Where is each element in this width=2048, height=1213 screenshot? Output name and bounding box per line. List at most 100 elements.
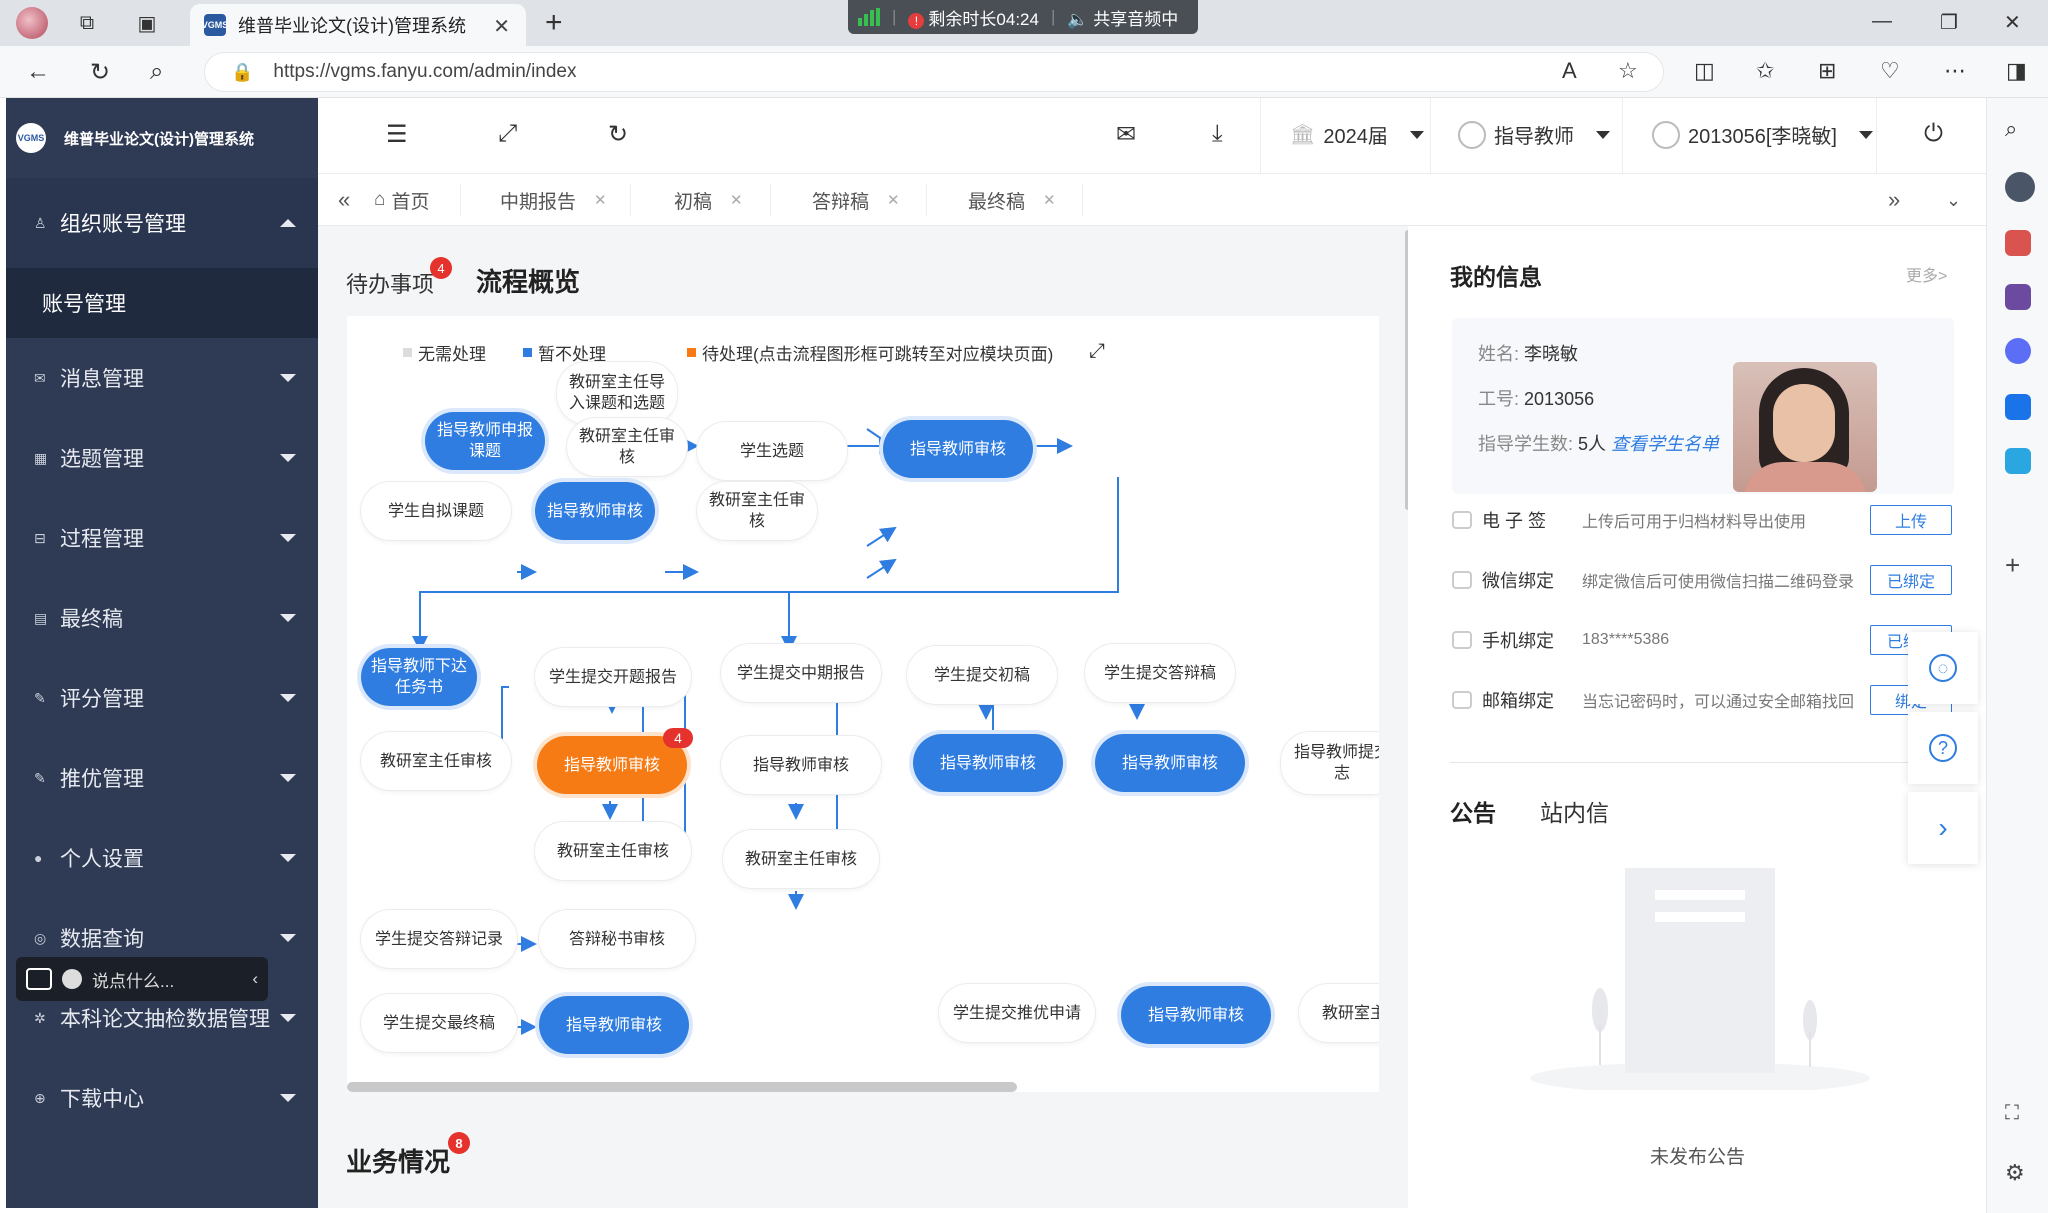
tab-actions-icon[interactable]: ▣	[137, 12, 157, 35]
wechat-bound-button[interactable]: 已绑定	[1870, 565, 1952, 595]
chat-placeholder[interactable]: 说点什么...	[92, 971, 175, 991]
help-float-button[interactable]: ?	[1908, 712, 1978, 784]
sidebar-item-download[interactable]: ⊕下载中心	[6, 1058, 318, 1138]
profile-avatar[interactable]	[16, 7, 48, 39]
more-options-icon[interactable]: ⋯	[1944, 58, 1966, 83]
sidebar-item-personal[interactable]: ●个人设置	[6, 818, 318, 898]
flow-node[interactable]: 学生提交答辩稿	[1085, 644, 1235, 702]
flow-node[interactable]: 指导教师审核	[883, 420, 1033, 478]
flow-node[interactable]: 指导教师提交志	[1281, 732, 1379, 794]
flow-node[interactable]: 学生提交初稿	[907, 646, 1057, 704]
search-icon[interactable]: ⌕	[150, 58, 164, 85]
flow-node[interactable]: 教研室主任审核	[535, 822, 691, 880]
flow-node[interactable]: 教研室主	[1299, 984, 1379, 1042]
browser-tab-active[interactable]: VGMS 维普毕业论文(设计)管理系统 ✕	[190, 4, 526, 46]
settings-gear-icon[interactable]: ⚙	[2005, 1160, 2025, 1185]
flow-node[interactable]: 教研室主任审核	[723, 830, 879, 888]
flow-node[interactable]: 指导教师审核	[913, 734, 1063, 792]
url-field[interactable]: 🔒 https://vgms.fanyu.com/admin/index	[204, 52, 1664, 92]
flow-node[interactable]: 学生选题	[697, 422, 847, 480]
refresh-icon[interactable]: ↻	[608, 121, 629, 148]
user-select[interactable]: 2013056[李晓敏]	[1652, 120, 1873, 149]
role-select[interactable]: 指导教师	[1458, 120, 1610, 149]
emoji-icon[interactable]	[62, 969, 82, 989]
wechat-float-button[interactable]: ◌	[1908, 632, 1978, 704]
tab-defense[interactable]: 答辩稿✕	[812, 174, 900, 226]
tab-home[interactable]: ⌂首页	[374, 174, 430, 226]
sidebar-item-messages[interactable]: ✉消息管理	[6, 338, 318, 418]
flow-node[interactable]: 教研室主任审核	[567, 418, 687, 476]
year-select[interactable]: 🏛 2024届	[1290, 120, 1424, 149]
flow-node[interactable]: 教研室主任审核	[361, 732, 511, 790]
power-icon[interactable]: ⏻	[1924, 120, 1943, 147]
flow-node-pending[interactable]: 指导教师审核 4	[537, 728, 693, 794]
read-aloud-icon[interactable]: A	[1562, 58, 1577, 83]
tab-announcement[interactable]: 公告	[1450, 800, 1496, 826]
expand-float-button[interactable]: ›	[1908, 792, 1978, 864]
flow-node[interactable]: 答辩秘书审核	[539, 910, 695, 968]
performance-icon[interactable]: ♡	[1880, 58, 1900, 83]
flow-node[interactable]: 指导教师申报课题	[425, 412, 545, 470]
search-icon[interactable]: ⌕	[2005, 116, 2018, 141]
sidebar-item-scoring[interactable]: ✎评分管理	[6, 658, 318, 738]
sidebar-item-query[interactable]: ◎数据查询	[6, 898, 318, 978]
flow-node[interactable]: 学生提交最终稿	[361, 994, 517, 1052]
flow-node[interactable]: 指导教师审核	[535, 482, 655, 540]
fullscreen-icon[interactable]: ⤢	[498, 120, 518, 147]
tab-overview[interactable]: 流程概览	[476, 262, 580, 299]
reload-icon[interactable]: ↻	[90, 59, 111, 86]
workspaces-icon[interactable]: ⧉	[79, 11, 95, 34]
copilot-icon[interactable]	[2005, 172, 2035, 202]
menu-fold-icon[interactable]: ☰	[386, 121, 408, 148]
flow-node[interactable]: 指导教师审核	[721, 736, 881, 794]
close-window-icon[interactable]: ✕	[2004, 12, 2021, 34]
tab-midterm[interactable]: 中期报告✕	[500, 174, 607, 226]
collapse-chevron-icon[interactable]: ‹	[252, 969, 258, 988]
flow-node[interactable]: 指导教师审核	[1121, 986, 1271, 1044]
tabs-dropdown-icon[interactable]: ⌄	[1946, 189, 1962, 210]
send-icon[interactable]	[2005, 448, 2031, 474]
tabs-scroll-right-icon[interactable]: »	[1888, 187, 1901, 212]
download-icon[interactable]: ⤓	[1212, 120, 1223, 147]
split-screen-icon[interactable]: ◫	[1694, 58, 1715, 83]
sidebar-toggle-icon[interactable]: ◨	[2006, 58, 2027, 83]
more-link[interactable]: 更多>	[1906, 268, 1948, 285]
flow-node[interactable]: 学生提交开题报告	[535, 648, 691, 706]
view-students-link[interactable]: 查看学生名单	[1611, 434, 1720, 454]
tab-inbox[interactable]: 站内信	[1540, 800, 1609, 826]
expand-icon[interactable]: ⤢	[1089, 340, 1105, 362]
share-audio[interactable]: 🔈 共享音频中	[1067, 5, 1178, 30]
sidebar-item-topics[interactable]: ▦选题管理	[6, 418, 318, 498]
games-icon[interactable]	[2005, 284, 2031, 310]
tabs-scroll-left-icon[interactable]: «	[338, 187, 351, 212]
tab-close-icon[interactable]: ✕	[1043, 192, 1056, 209]
outlook-icon[interactable]	[2005, 394, 2031, 420]
tab-close-icon[interactable]: ✕	[493, 16, 510, 38]
chat-popup[interactable]: 说点什么... ‹	[16, 957, 268, 1001]
flow-node[interactable]: 学生提交推优申请	[939, 984, 1095, 1042]
sidebar-item-recommend[interactable]: ✎推优管理	[6, 738, 318, 818]
favorites-icon[interactable]: ✩	[1756, 58, 1775, 83]
flow-node[interactable]: 教研室主任审核	[697, 482, 817, 540]
flow-node[interactable]: 指导教师审核	[1095, 734, 1245, 792]
tab-todo[interactable]: 待办事项 4	[346, 257, 453, 299]
upload-button[interactable]: 上传	[1870, 505, 1952, 535]
tab-close-icon[interactable]: ✕	[594, 192, 607, 209]
tab-close-icon[interactable]: ✕	[887, 192, 900, 209]
restore-icon[interactable]: ❐	[1940, 12, 1958, 34]
collections-icon[interactable]: ⊞	[1818, 58, 1837, 83]
flow-node[interactable]: 指导教师审核	[539, 996, 689, 1054]
back-icon[interactable]: ←	[26, 58, 50, 85]
favorite-star-icon[interactable]: ☆	[1618, 58, 1638, 83]
tab-close-icon[interactable]: ✕	[730, 192, 743, 209]
screenshot-icon[interactable]: ⛶	[2005, 1102, 2019, 1124]
m365-icon[interactable]	[2005, 338, 2031, 364]
message-envelope-icon[interactable]: ✉	[1116, 121, 1137, 148]
new-tab-icon[interactable]: +	[545, 6, 563, 39]
tab-final[interactable]: 最终稿✕	[968, 174, 1056, 226]
minimize-icon[interactable]: —	[1872, 10, 1892, 32]
flow-node[interactable]: 学生提交中期报告	[721, 644, 881, 702]
sidebar-item-sampling[interactable]: ✲本科论文抽检数据管理	[6, 978, 318, 1058]
flow-node[interactable]: 指导教师下达任务书	[361, 648, 477, 706]
horizontal-scrollbar[interactable]	[347, 1082, 1017, 1092]
